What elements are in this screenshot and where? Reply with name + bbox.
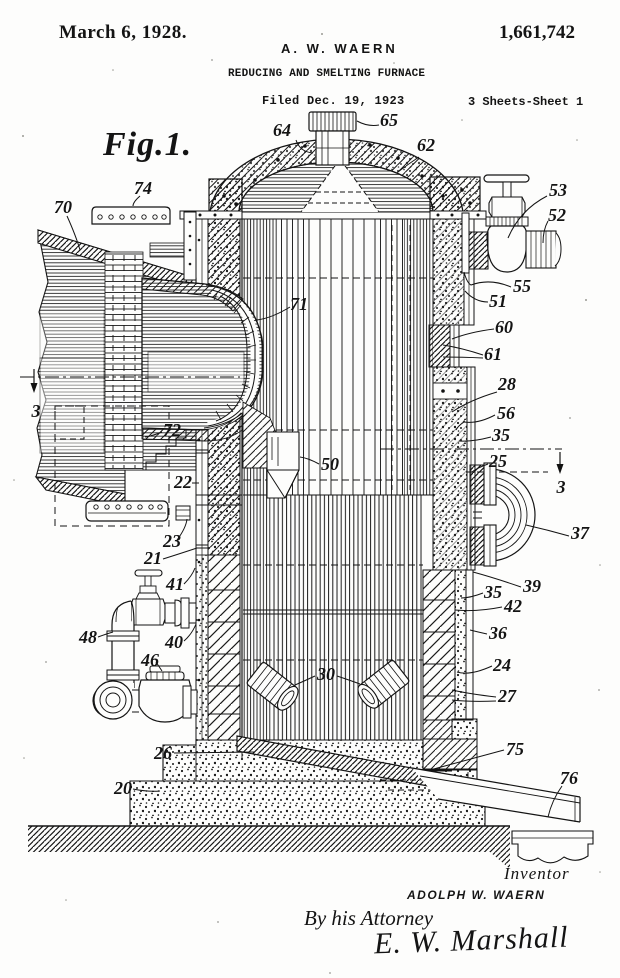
svg-text:27: 27 xyxy=(497,686,517,706)
svg-text:48: 48 xyxy=(78,627,97,647)
svg-text:23: 23 xyxy=(162,531,181,551)
svg-text:60: 60 xyxy=(495,317,513,337)
svg-text:39: 39 xyxy=(522,576,541,596)
svg-text:22: 22 xyxy=(173,472,192,492)
svg-text:61: 61 xyxy=(484,344,502,364)
svg-text:42: 42 xyxy=(503,596,522,616)
svg-text:35: 35 xyxy=(483,582,502,602)
svg-text:64: 64 xyxy=(273,120,291,140)
svg-text:50: 50 xyxy=(321,454,339,474)
svg-text:71: 71 xyxy=(290,294,308,314)
svg-text:53: 53 xyxy=(549,180,567,200)
svg-text:24: 24 xyxy=(492,655,511,675)
svg-text:51: 51 xyxy=(489,291,507,311)
svg-text:40: 40 xyxy=(164,632,183,652)
svg-text:20: 20 xyxy=(113,778,132,798)
svg-text:46: 46 xyxy=(140,650,159,670)
svg-text:37: 37 xyxy=(570,523,590,543)
svg-text:76: 76 xyxy=(560,768,578,788)
svg-text:21: 21 xyxy=(143,548,162,568)
svg-text:41: 41 xyxy=(165,574,184,594)
svg-text:65: 65 xyxy=(380,110,398,130)
svg-text:74: 74 xyxy=(134,178,152,198)
svg-text:3: 3 xyxy=(31,401,41,421)
svg-text:56: 56 xyxy=(497,403,515,423)
svg-text:72: 72 xyxy=(163,420,181,440)
svg-text:35: 35 xyxy=(491,425,510,445)
svg-text:36: 36 xyxy=(488,623,507,643)
svg-text:30: 30 xyxy=(316,664,335,684)
svg-text:52: 52 xyxy=(548,205,566,225)
svg-text:55: 55 xyxy=(513,276,531,296)
svg-text:25: 25 xyxy=(488,451,507,471)
svg-text:70: 70 xyxy=(54,197,72,217)
svg-text:62: 62 xyxy=(417,135,435,155)
svg-text:75: 75 xyxy=(506,739,524,759)
svg-text:26: 26 xyxy=(153,743,172,763)
svg-text:3: 3 xyxy=(556,477,566,497)
svg-text:28: 28 xyxy=(497,374,516,394)
